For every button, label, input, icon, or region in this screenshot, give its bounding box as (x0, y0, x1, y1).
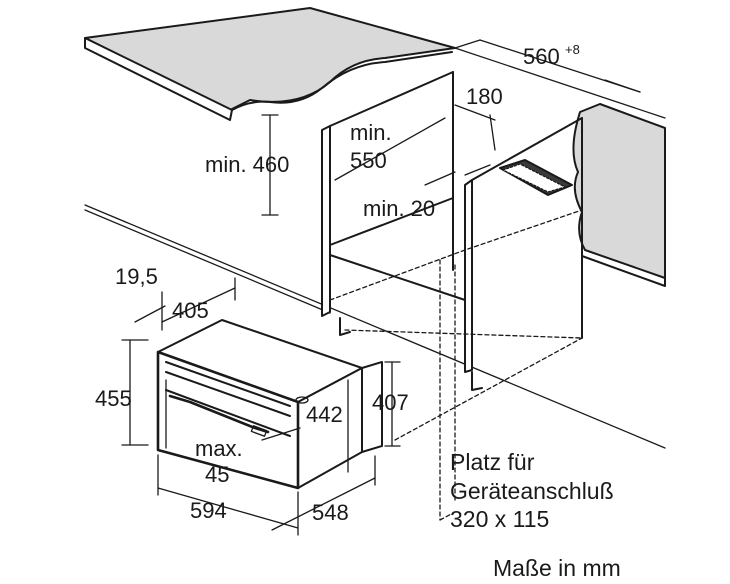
cabinet-left-panel (321, 71, 466, 336)
dim-19-5: 19,5 (115, 264, 158, 289)
oven (156, 319, 383, 490)
vent-cutout (499, 159, 573, 196)
notes: Platz für Geräteanschluß 320 x 115 Maße … (450, 449, 621, 581)
dim-407: 407 (372, 390, 409, 415)
dimension-labels: 560 +8 180 min. 460 min. 550 min. 20 19,… (95, 42, 580, 525)
dashed-envelope (329, 209, 583, 521)
dim-min-20: min. 20 (363, 196, 435, 221)
countertop-left (84, 7, 456, 121)
dim-min-460: min. 460 (205, 152, 289, 177)
dim-560: 560 (523, 44, 560, 69)
dim-594: 594 (190, 498, 227, 523)
dim-180: 180 (466, 84, 503, 109)
dim-405: 405 (172, 298, 209, 323)
dim-max-45-line1: max. (195, 436, 243, 461)
dim-max-45-line2: 45 (205, 462, 229, 487)
reference-lines (84, 47, 666, 449)
countertop-right (572, 103, 666, 287)
connection-note-line2: Geräteanschluß (450, 478, 614, 504)
connection-note-line3: 320 x 115 (450, 506, 549, 532)
dim-548: 548 (312, 500, 349, 525)
dim-min-550-line1: min. (350, 120, 392, 145)
cabinet-right-panel (464, 117, 583, 391)
dim-560-tolerance: +8 (565, 42, 580, 57)
dim-min-550-line2: 550 (350, 148, 387, 173)
dimension-lines (121, 39, 641, 536)
connection-note-line1: Platz für (450, 449, 535, 475)
units-note: Maße in mm (493, 555, 621, 581)
dim-442: 442 (306, 402, 343, 427)
dim-455: 455 (95, 386, 132, 411)
